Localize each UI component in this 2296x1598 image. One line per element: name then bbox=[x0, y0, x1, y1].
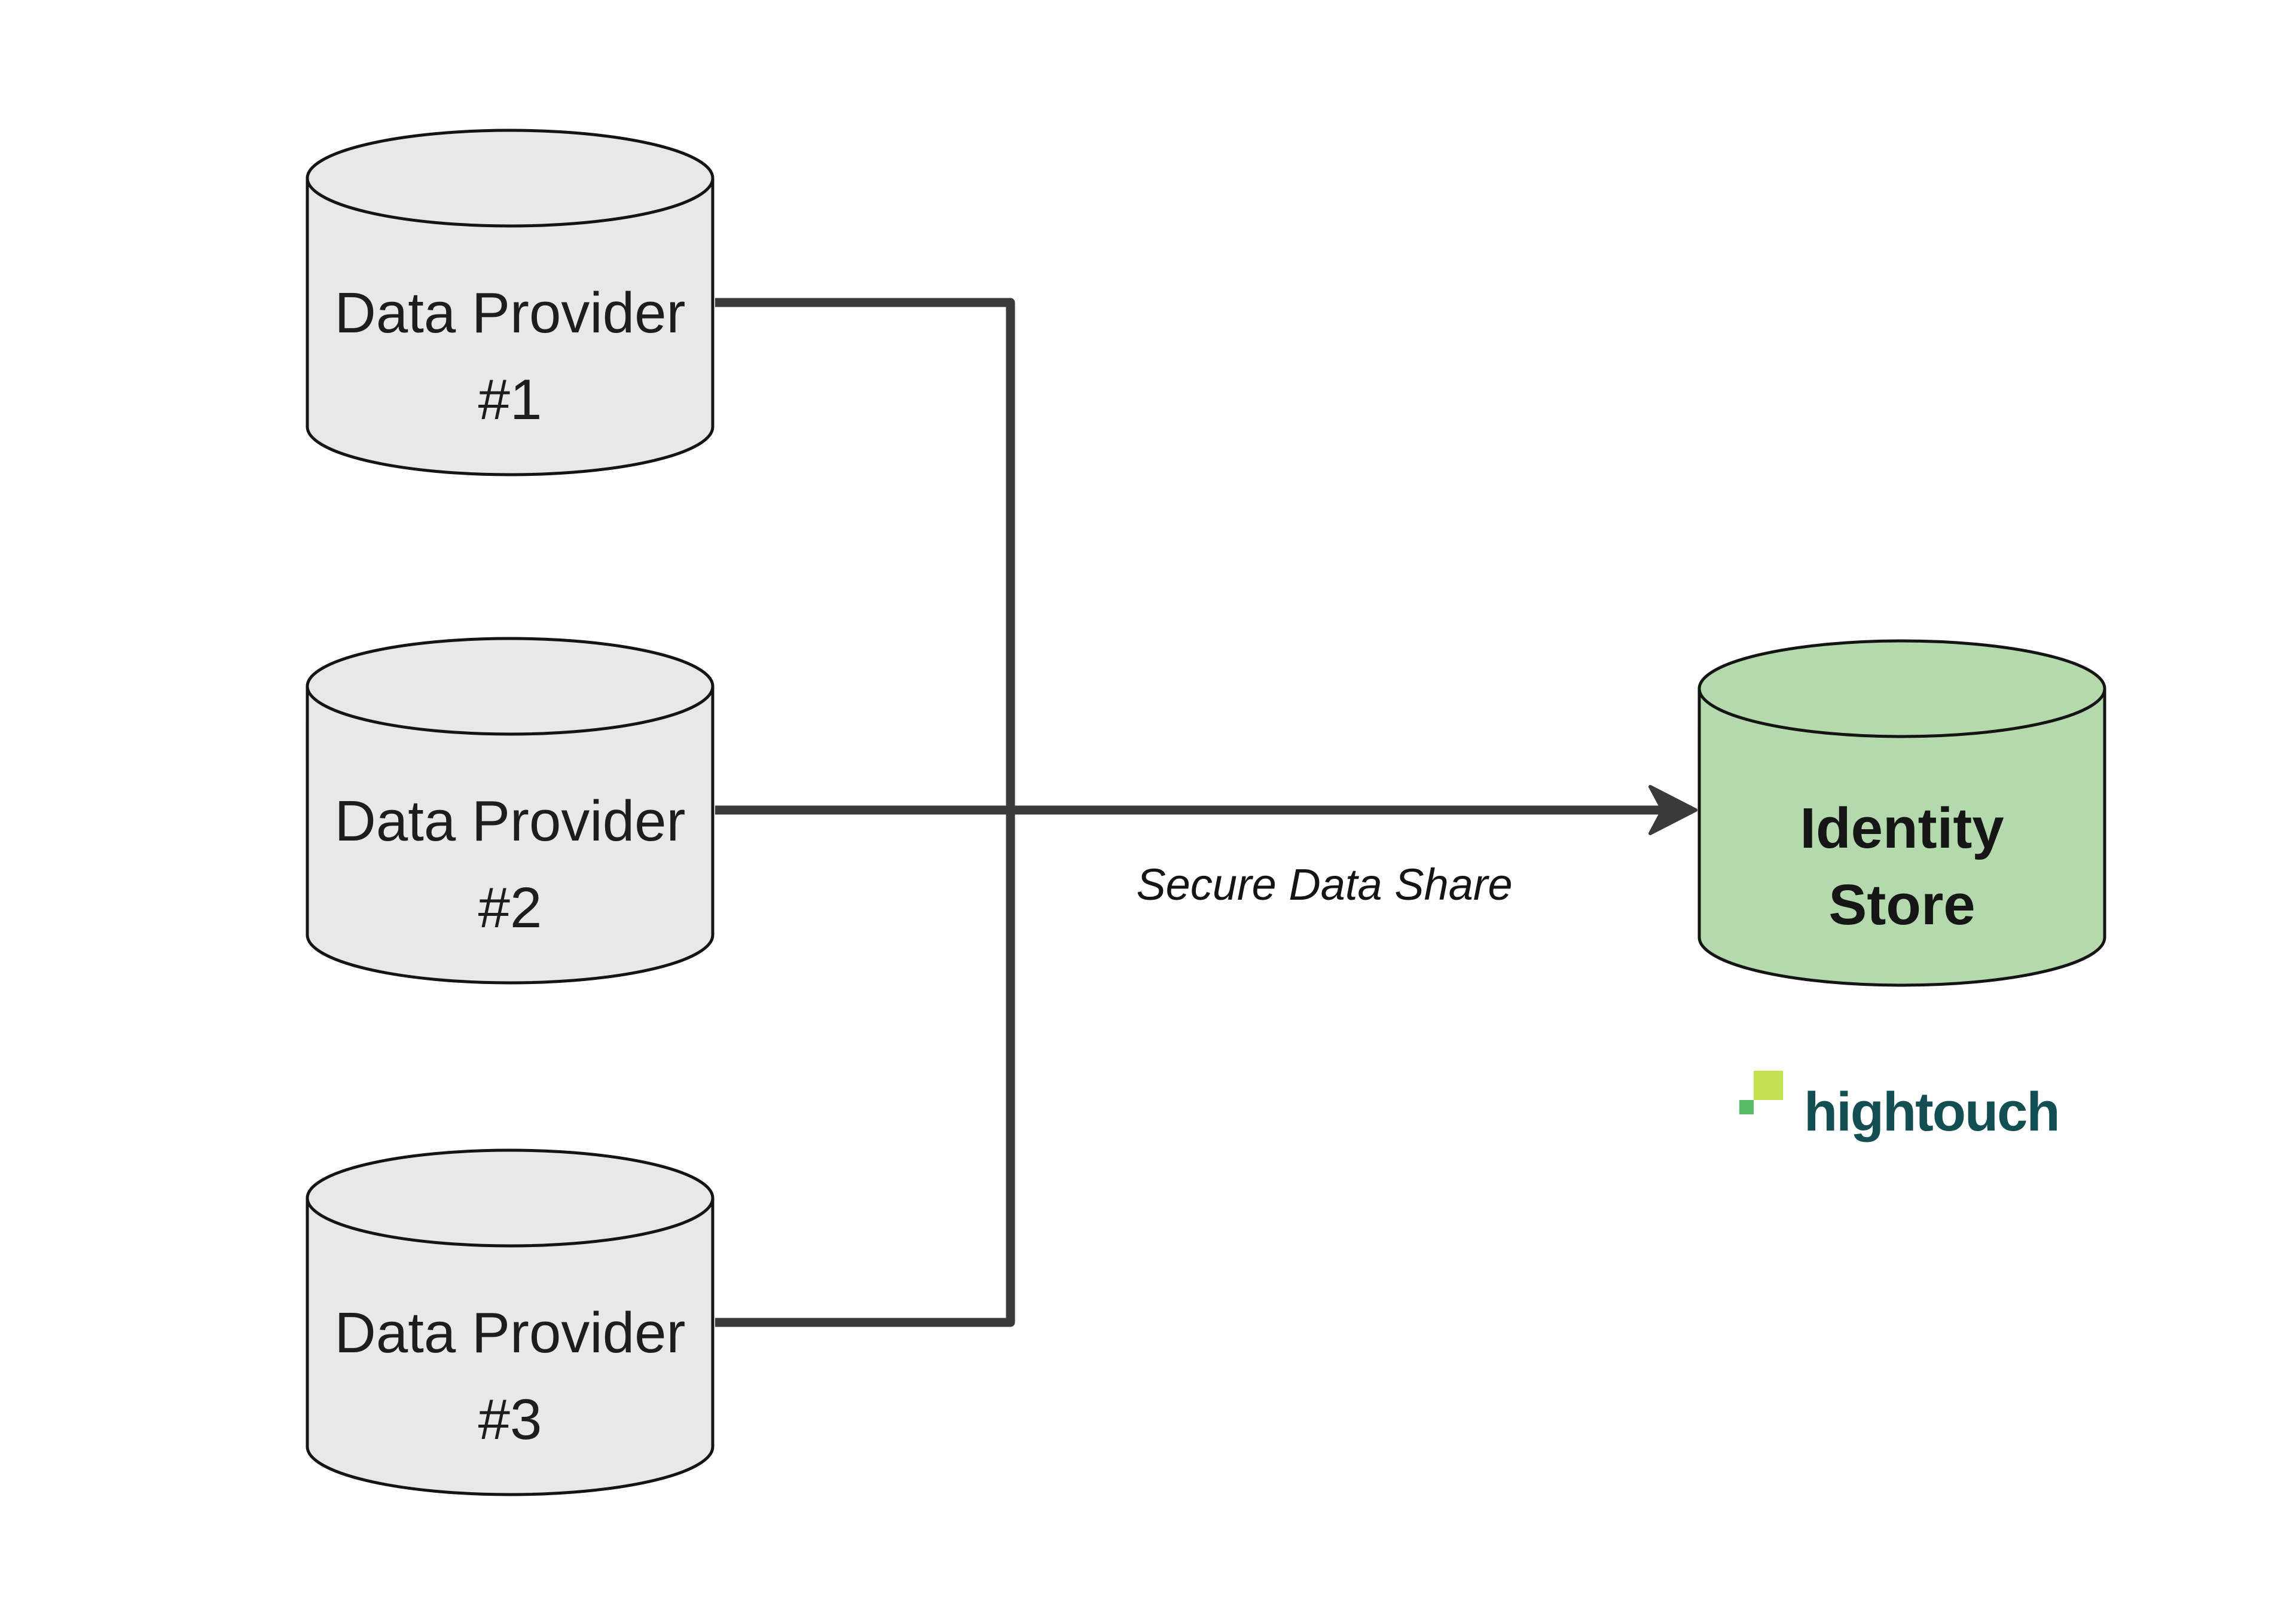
database-cylinder-icon bbox=[306, 129, 715, 476]
hightouch-wordmark: hightouch bbox=[1804, 1081, 2060, 1142]
node-label: Data Provider #1 bbox=[305, 225, 715, 478]
node-label-line2: #2 bbox=[478, 876, 542, 940]
data-provider-3-node: Data Provider #3 bbox=[305, 1147, 715, 1498]
node-label-line2: Store bbox=[1828, 873, 1976, 937]
hightouch-logo-mark-icon bbox=[1739, 1071, 1783, 1114]
node-label: Identity Store bbox=[1697, 735, 2107, 989]
node-label: Data Provider #2 bbox=[305, 733, 715, 986]
database-cylinder-icon bbox=[306, 1148, 715, 1496]
edge-label: Secure Data Share bbox=[1136, 860, 1513, 909]
identity-store-node: Identity Store bbox=[1697, 637, 2107, 989]
database-cylinder-icon bbox=[1697, 639, 2106, 987]
node-label-line1: Data Provider bbox=[334, 789, 686, 853]
node-label-line1: Data Provider bbox=[334, 1301, 686, 1365]
arrowhead-icon bbox=[1648, 785, 1697, 835]
node-label-line2: #3 bbox=[478, 1388, 542, 1452]
database-cylinder-icon bbox=[306, 637, 715, 985]
node-label: Data Provider #3 bbox=[305, 1245, 715, 1498]
data-provider-2-node: Data Provider #2 bbox=[305, 635, 715, 986]
data-provider-1-node: Data Provider #1 bbox=[305, 127, 715, 478]
hightouch-logo: hightouch bbox=[1737, 1068, 2108, 1151]
node-label-line2: #1 bbox=[478, 368, 542, 432]
node-label-line1: Data Provider bbox=[334, 281, 686, 345]
node-label-line1: Identity bbox=[1800, 796, 2004, 860]
